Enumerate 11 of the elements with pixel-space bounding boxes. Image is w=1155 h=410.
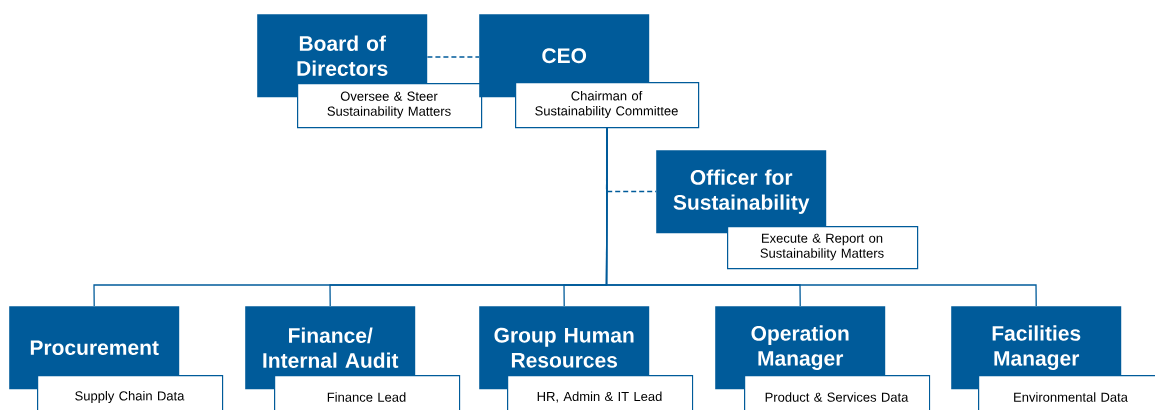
role-box: HR, Admin & IT Lead: [507, 375, 694, 410]
role-box: Execute & Report on Sustainability Matters: [727, 226, 919, 270]
role-box: Environmental Data: [978, 375, 1155, 410]
connector-line: [605, 127, 1037, 307]
role-box: Supply Chain Data: [37, 375, 224, 410]
connector-line: [426, 56, 480, 58]
role-box: Finance Lead: [274, 375, 461, 410]
role-box: Oversee & Steer Sustainability Matters: [297, 83, 483, 129]
role-box: Chairman of Sustainability Committee: [515, 82, 700, 129]
role-box: Product & Services Data: [744, 375, 931, 410]
org-box: Officer for Sustainability: [656, 150, 827, 234]
